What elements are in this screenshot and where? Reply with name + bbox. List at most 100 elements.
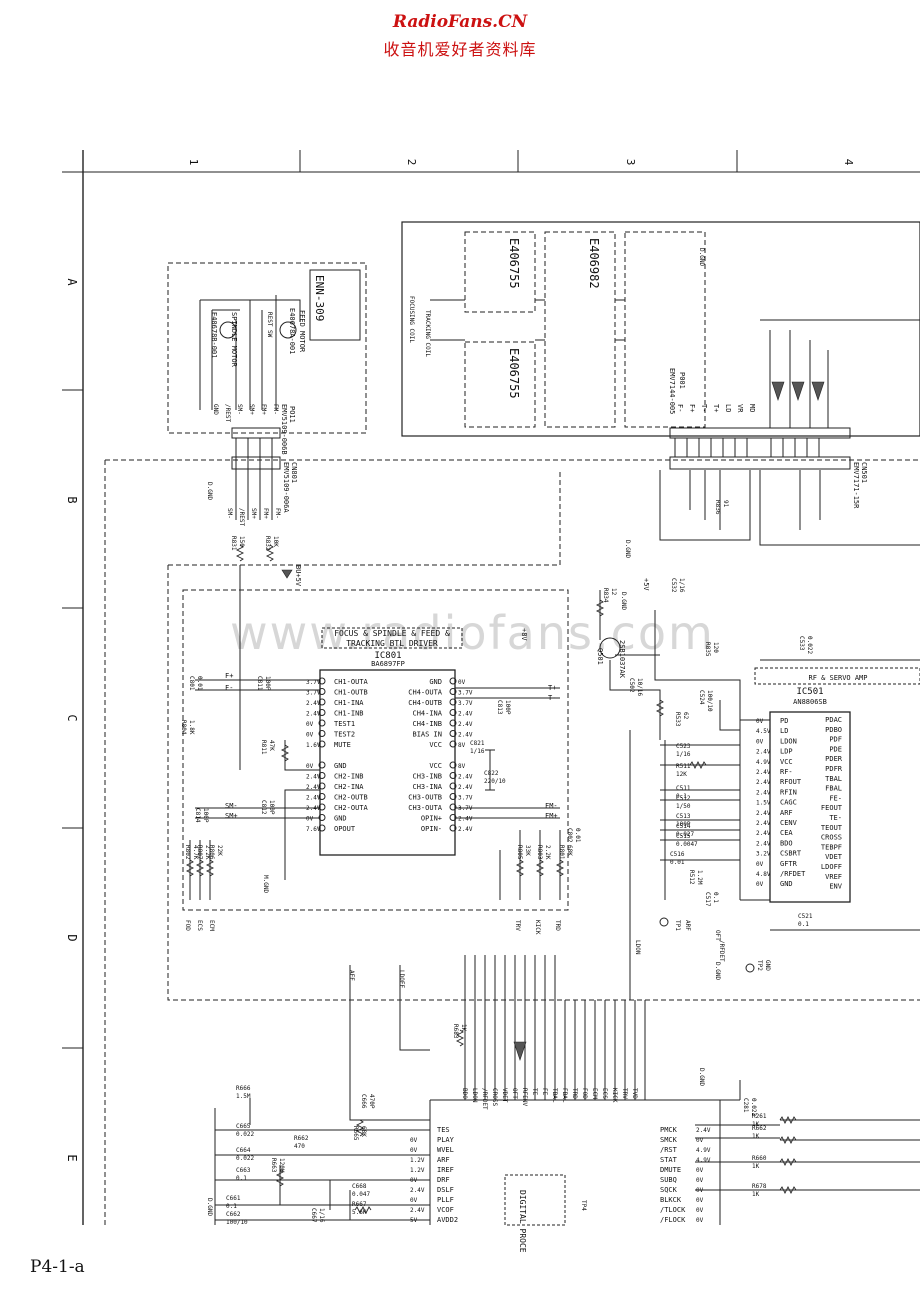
component-ref: C813 <box>496 700 503 715</box>
po11-pin-label: GND <box>212 404 219 415</box>
component-value: 91 <box>722 500 729 508</box>
ic801-pin-marker <box>449 782 457 790</box>
component-value: 1/16 <box>676 751 691 758</box>
component-value: 1K <box>752 1133 760 1140</box>
ic801-left-volt: 2.4V <box>306 784 321 791</box>
feed-motor-part: ENN-309 <box>313 275 326 321</box>
component-value: 0.022 <box>236 1131 254 1138</box>
dgnd-label: D.GND <box>620 592 627 610</box>
ic801-right-pin: GND <box>429 678 442 686</box>
dsp-right-volt: 0V <box>696 1207 704 1214</box>
ic801-right-pin: CH4-INB <box>412 720 442 728</box>
ic501-pin-volt: 2.4V <box>756 820 771 827</box>
component-value: 0.01 <box>196 676 203 691</box>
component-ref: C663 <box>236 1167 251 1174</box>
connector-po11-label: PO11 <box>288 406 296 423</box>
component-value: 1/16 <box>318 1208 325 1223</box>
component-ref: R834 <box>602 588 609 603</box>
p001-pin-label: T- <box>700 404 708 412</box>
ic501-pin-volt: 2.4V <box>756 810 771 817</box>
ic501-right-pin: TEBPF <box>821 843 842 851</box>
dsp-top-pin: LDON <box>471 1088 478 1103</box>
ic801-pin-marker <box>449 719 457 727</box>
dsp-right-volt: 0V <box>696 1137 704 1144</box>
p001-pin-label: MD <box>748 404 756 412</box>
ic801-right-pin: VCC <box>429 741 442 749</box>
component-value: 100/10 <box>706 690 713 712</box>
v5-supply-label: +5V <box>642 578 650 591</box>
ic801-pin-marker <box>449 772 457 779</box>
ic801-right-pin: VCC <box>429 762 442 770</box>
ic501-pin-volt: 4.8V <box>756 871 771 878</box>
dsp-top-pin: TBAL <box>551 1088 558 1103</box>
component-ref: R801 <box>558 845 565 860</box>
ic801-left-pin: TEST1 <box>334 720 355 728</box>
component-value: 220/10 <box>484 778 506 785</box>
ic801-pin-marker <box>318 709 326 716</box>
ic801-out-kick: KICK <box>534 920 541 935</box>
component-ref: R802 <box>184 845 191 860</box>
mgnd-label: M.GND <box>262 875 269 893</box>
grid-row-label: B <box>65 496 79 503</box>
focusing-coil-label: FOCUSING COIL <box>408 296 415 343</box>
component-value: 22K <box>216 845 223 856</box>
ic501-pin-volt: 0V <box>756 881 764 888</box>
dsp-left-pin: TES <box>437 1126 450 1134</box>
cn801-pin-label: SM+ <box>250 508 257 519</box>
ic801-left-pin: CH1-OUTA <box>334 678 369 686</box>
component-ref: C515 <box>676 833 691 840</box>
site-logo-text: RadioFans.CN <box>392 12 528 32</box>
component-ref: C533 <box>798 636 805 651</box>
p001-pin-label: T+ <box>712 404 720 412</box>
component-ref: C517 <box>704 892 711 907</box>
dgnd-label: D.GND <box>206 1198 213 1216</box>
ic501-right-pin: TE- <box>829 814 842 822</box>
connector-cn801-label: CN801 <box>290 462 298 483</box>
component-value: 4.7K <box>192 845 199 860</box>
component-value: 0.022 <box>236 1155 254 1162</box>
ic801-right-volt: 3.7V <box>458 690 473 697</box>
ic501-right-pin: TEOUT <box>821 824 843 832</box>
component-value: 47K <box>268 740 275 751</box>
ic801-right-volt: 0V <box>458 679 466 686</box>
component-ref: R660 <box>752 1155 767 1162</box>
dsp-right-volt: 4.9V <box>696 1157 711 1164</box>
ic801-left-pin: CH1-INA <box>334 699 364 707</box>
ic501-left-pin: CEA <box>780 829 793 837</box>
feed-motor-label: FEED MOTOR <box>298 310 306 353</box>
dsp-top-pin: /RFDET <box>481 1088 488 1110</box>
ic801-out-trv: TRV <box>514 920 521 931</box>
component-value: 100P <box>268 800 275 815</box>
pickup-part-3: E406755 <box>507 348 521 399</box>
dsp-top-pin: FE <box>541 1088 548 1096</box>
ic801-left-volt: 2.4V <box>306 711 321 718</box>
tp1-net-label: ARF <box>684 920 691 931</box>
component-ref: C812 <box>260 800 267 815</box>
ic801-right-pin: CH4-INA <box>412 710 442 718</box>
connector-po11-part: EMV5109-006B <box>280 404 288 455</box>
ic801-left-pin: MUTE <box>334 741 351 749</box>
bu-supply-label: BU+5V <box>294 565 302 587</box>
ic801-left-pin: CH2-OUTB <box>334 794 368 802</box>
component-value: 1K <box>752 1191 760 1198</box>
dsp-left-volt: 2.4V <box>410 1207 425 1214</box>
component-ref: R831 <box>230 536 237 551</box>
component-value: 120 <box>712 642 719 653</box>
dgnd-label: D.GND <box>698 1068 705 1086</box>
component-value: 470 <box>294 1143 305 1150</box>
ic501-left-pin: ARF <box>780 809 793 817</box>
component-ref: C514 <box>676 823 691 830</box>
component-value: 100P <box>202 808 209 823</box>
component-value: 0.01 <box>574 828 581 843</box>
dsp-block-label: DIGITAL PROCE <box>518 1190 527 1253</box>
dsp-left-volt: 5V <box>410 1217 418 1224</box>
ic501-left-pin: CENV <box>780 819 798 827</box>
component-ref: C523 <box>676 743 691 750</box>
ic501-pin-volt: 2.4V <box>756 779 771 786</box>
p001-pin-label: F- <box>676 404 684 412</box>
bus-label-aff: AFF <box>348 970 355 981</box>
dsp-left-volt: 0V <box>410 1197 418 1204</box>
ic801-title-line1: FOCUS & SPINDLE & FEED & <box>334 629 450 638</box>
dsp-right-pin: DMUTE <box>660 1166 681 1174</box>
component-ref: C524 <box>698 690 705 705</box>
